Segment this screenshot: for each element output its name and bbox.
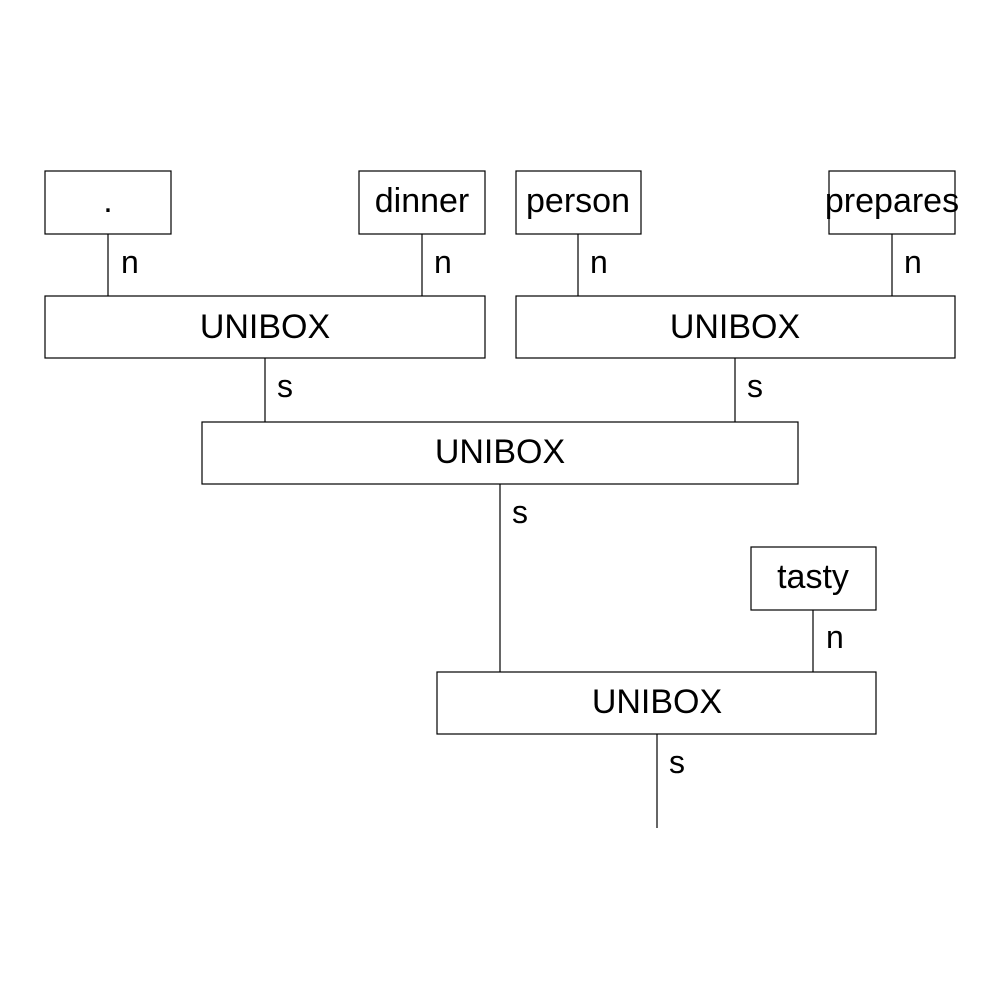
wire-label-unibox-left-s: s [277,368,293,404]
word-label-tasty: tasty [777,558,849,596]
unibox-middle-label: UNIBOX [435,433,565,471]
word-box-prepares [828,170,956,235]
unibox-left-label: UNIBOX [200,308,330,346]
word-label-dinner: dinner [375,182,470,220]
unibox-middle [201,421,799,485]
wire-label-person-n: n [590,244,608,280]
wire-label-unibox-bottom-s: s [669,744,685,780]
word-label-period: . [103,182,112,220]
wire-label-unibox-middle-s: s [512,494,528,530]
wire-label-dinner-n: n [434,244,452,280]
unibox-right [515,295,956,359]
word-box-period [44,170,172,235]
unibox-left [44,295,486,359]
wire-label-prepares-n: n [904,244,922,280]
word-label-prepares: prepares [825,182,959,220]
wire-label-period-n: n [121,244,139,280]
word-box-person [515,170,642,235]
unibox-bottom [436,671,877,735]
word-box-tasty [750,546,877,611]
wire-label-tasty-n: n [826,619,844,655]
word-box-dinner [358,170,486,235]
unibox-bottom-label: UNIBOX [592,683,722,721]
unibox-right-label: UNIBOX [670,308,800,346]
wire-label-unibox-right-s: s [747,368,763,404]
word-label-person: person [526,182,630,220]
